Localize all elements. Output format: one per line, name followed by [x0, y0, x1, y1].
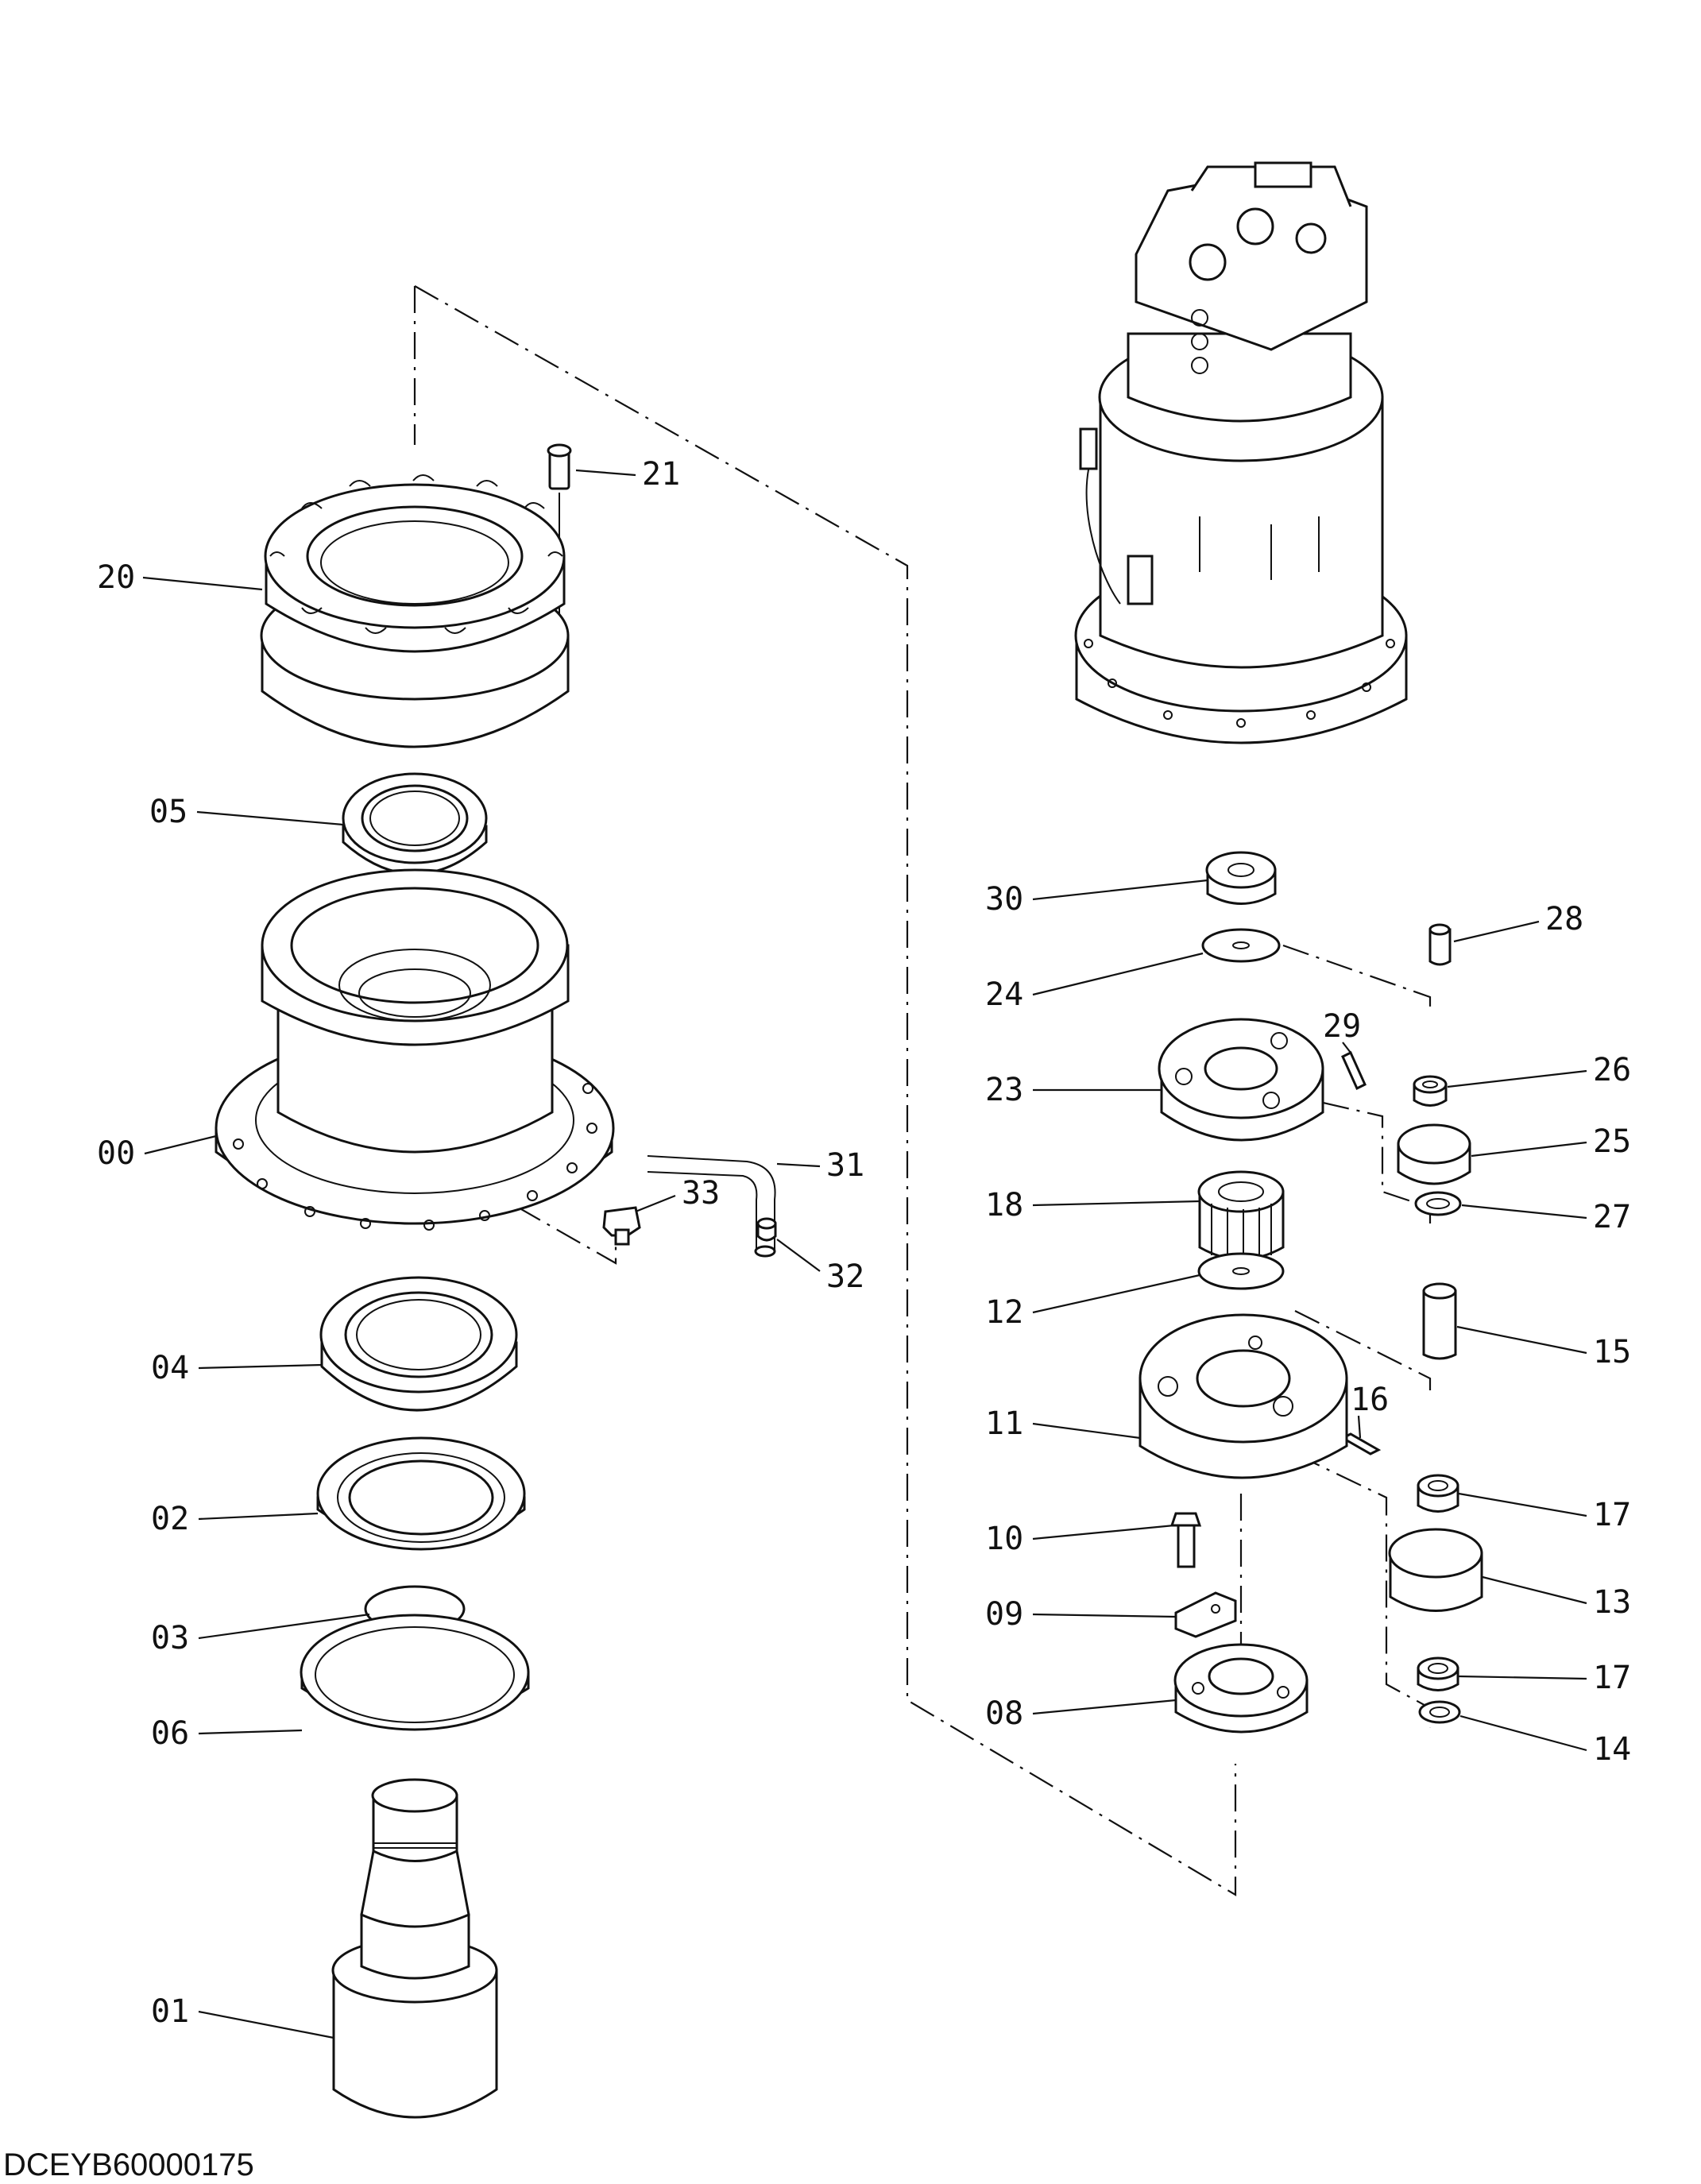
leader-line-p33 — [635, 1194, 676, 1213]
leader-line-p18 — [1032, 1200, 1200, 1207]
part-11-carrier[interactable] — [1139, 1313, 1348, 1479]
part-16-pin[interactable] — [1340, 1432, 1382, 1455]
leader-line-p03 — [198, 1613, 370, 1640]
part-20-ring-gear[interactable] — [260, 474, 570, 748]
swing-motor-assembly — [1074, 161, 1408, 744]
callout-p17b[interactable]: 17 — [1593, 1660, 1631, 1696]
part-00-housing[interactable] — [215, 868, 615, 1231]
part-23-carrier[interactable] — [1158, 1018, 1324, 1142]
callout-p02[interactable]: 02 — [151, 1501, 189, 1537]
part-33-plug[interactable] — [602, 1206, 641, 1246]
callout-p33[interactable]: 33 — [682, 1175, 720, 1212]
part-02-seal[interactable] — [316, 1436, 526, 1551]
leader-line-p09 — [1032, 1613, 1177, 1618]
callout-p04[interactable]: 04 — [151, 1350, 189, 1386]
callout-p25[interactable]: 25 — [1593, 1123, 1631, 1160]
callout-p18[interactable]: 18 — [985, 1187, 1023, 1223]
callout-p30[interactable]: 30 — [985, 881, 1023, 918]
part-17-needle-bearing-upper[interactable] — [1417, 1474, 1459, 1513]
part-08-thrust-plate[interactable] — [1173, 1643, 1309, 1734]
leader-line-p15 — [1456, 1325, 1587, 1355]
callout-p03[interactable]: 03 — [151, 1620, 189, 1656]
leader-line-p32 — [776, 1239, 821, 1272]
leader-line-p17a — [1458, 1492, 1587, 1517]
part-10-bolt[interactable] — [1169, 1512, 1202, 1568]
callout-p29[interactable]: 29 — [1323, 1008, 1361, 1045]
callout-p01[interactable]: 01 — [151, 1993, 189, 2030]
callout-p28[interactable]: 28 — [1545, 901, 1583, 937]
leader-line-p04 — [198, 1363, 323, 1370]
leader-line-p21 — [575, 469, 636, 477]
leader-line-p08 — [1032, 1699, 1177, 1715]
callout-p27[interactable]: 27 — [1593, 1199, 1631, 1235]
part-26-needle-bearing[interactable] — [1413, 1075, 1448, 1107]
callout-p05[interactable]: 05 — [149, 794, 187, 830]
leader-line-p29 — [1342, 1042, 1351, 1053]
leader-line-p26 — [1447, 1069, 1587, 1088]
part-31-pipe[interactable] — [647, 1155, 776, 1258]
part-06-ring[interactable] — [300, 1614, 530, 1731]
callout-p09[interactable]: 09 — [985, 1596, 1023, 1633]
leader-line-p02 — [198, 1512, 319, 1521]
part-21-socket-bolt[interactable] — [547, 443, 572, 636]
callout-p20[interactable]: 20 — [97, 559, 135, 596]
callout-p08[interactable]: 08 — [985, 1695, 1023, 1732]
part-04-bearing[interactable] — [319, 1276, 518, 1412]
leader-line-p28 — [1453, 920, 1540, 943]
callout-p15[interactable]: 15 — [1593, 1334, 1631, 1370]
leader-line-p31 — [776, 1162, 821, 1168]
leader-line-p12 — [1032, 1274, 1200, 1314]
leader-line-p17b — [1458, 1675, 1587, 1680]
part-01-shaft[interactable] — [331, 1778, 498, 2119]
leader-line-p00 — [144, 1135, 217, 1155]
part-13-planet-gear[interactable] — [1388, 1528, 1483, 1612]
callout-p10[interactable]: 10 — [985, 1521, 1023, 1557]
leader-line-p27 — [1461, 1204, 1587, 1220]
part-25-planet-gear[interactable] — [1397, 1123, 1471, 1185]
callout-p32[interactable]: 32 — [826, 1258, 864, 1295]
callout-p06[interactable]: 06 — [151, 1715, 189, 1752]
leader-line-p16 — [1357, 1415, 1362, 1439]
callout-p23[interactable]: 23 — [985, 1072, 1023, 1108]
part-29-pin[interactable] — [1341, 1050, 1367, 1091]
callout-p31[interactable]: 31 — [826, 1147, 864, 1184]
leader-line-p24 — [1032, 952, 1204, 996]
part-30-gear[interactable] — [1205, 851, 1277, 905]
callout-p12[interactable]: 12 — [985, 1294, 1023, 1331]
leader-line-p13 — [1482, 1575, 1587, 1605]
drawing-code: DCEYB60000175 — [3, 2147, 254, 2182]
part-12-washer[interactable] — [1197, 1252, 1285, 1290]
callout-p11[interactable]: 11 — [985, 1405, 1023, 1442]
leader-line-p05 — [196, 810, 344, 826]
leader-line-p10 — [1032, 1524, 1175, 1540]
part-24-washer[interactable] — [1201, 928, 1281, 963]
leader-line-p25 — [1471, 1141, 1587, 1158]
part-09-lock-plate[interactable] — [1174, 1591, 1237, 1638]
leader-line-p11 — [1032, 1422, 1141, 1440]
part-27-washer[interactable] — [1414, 1191, 1462, 1216]
leader-line-p14 — [1459, 1714, 1587, 1752]
part-32-cap[interactable] — [756, 1217, 777, 1242]
leader-line-p30 — [1032, 879, 1208, 901]
callout-p13[interactable]: 13 — [1593, 1584, 1631, 1621]
callout-p14[interactable]: 14 — [1593, 1731, 1631, 1768]
callout-p17a[interactable]: 17 — [1593, 1497, 1631, 1533]
callout-labels: 21 20 05 00 31 33 32 04 02 03 06 01 30 28 24 29 23 26 25 18… — [97, 456, 1631, 2039]
leader-line-p06 — [198, 1729, 303, 1735]
callout-p21[interactable]: 21 — [642, 456, 680, 493]
part-14-washer[interactable] — [1418, 1700, 1461, 1724]
callout-p26[interactable]: 26 — [1593, 1052, 1631, 1088]
part-15-pin[interactable] — [1422, 1282, 1457, 1360]
callout-p00[interactable]: 00 — [97, 1135, 135, 1172]
part-17-needle-bearing-lower[interactable] — [1417, 1656, 1459, 1691]
leader-line-p01 — [198, 2010, 334, 2039]
part-18-sun-gear[interactable] — [1197, 1170, 1285, 1263]
callout-p16[interactable]: 16 — [1351, 1382, 1389, 1418]
part-05-bearing[interactable] — [342, 772, 488, 876]
callout-p24[interactable]: 24 — [985, 976, 1023, 1013]
part-28-pin[interactable] — [1428, 923, 1452, 966]
leader-line-p20 — [142, 576, 263, 591]
